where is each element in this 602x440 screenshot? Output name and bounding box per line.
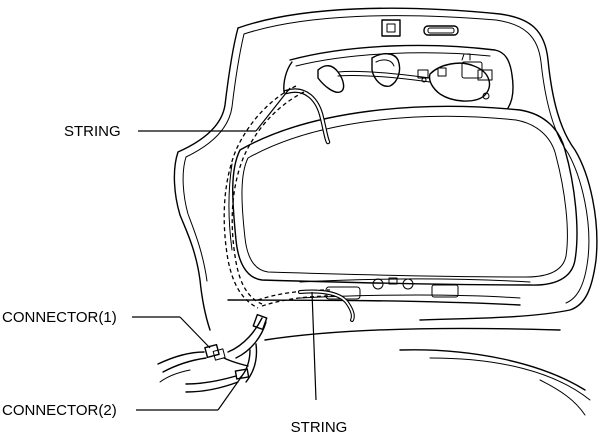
- lower-string: [298, 289, 355, 322]
- label-connector-2: CONNECTOR(2): [2, 402, 117, 419]
- label-connector-1: CONNECTOR(1): [2, 309, 117, 326]
- connector-2: [234, 368, 250, 380]
- connector-1: [204, 343, 226, 361]
- label-string-lower: STRING: [291, 419, 348, 436]
- glass-opening: [228, 105, 578, 286]
- callout-leaders: [132, 87, 317, 411]
- wire-harness-route: [223, 85, 333, 309]
- label-string-upper: STRING: [64, 123, 121, 140]
- liftgate-outer-shell: [173, 7, 598, 416]
- top-clips: [381, 19, 459, 37]
- upper-string: [283, 88, 331, 145]
- connector-harness: [157, 313, 268, 393]
- latch-assembly: [317, 53, 493, 102]
